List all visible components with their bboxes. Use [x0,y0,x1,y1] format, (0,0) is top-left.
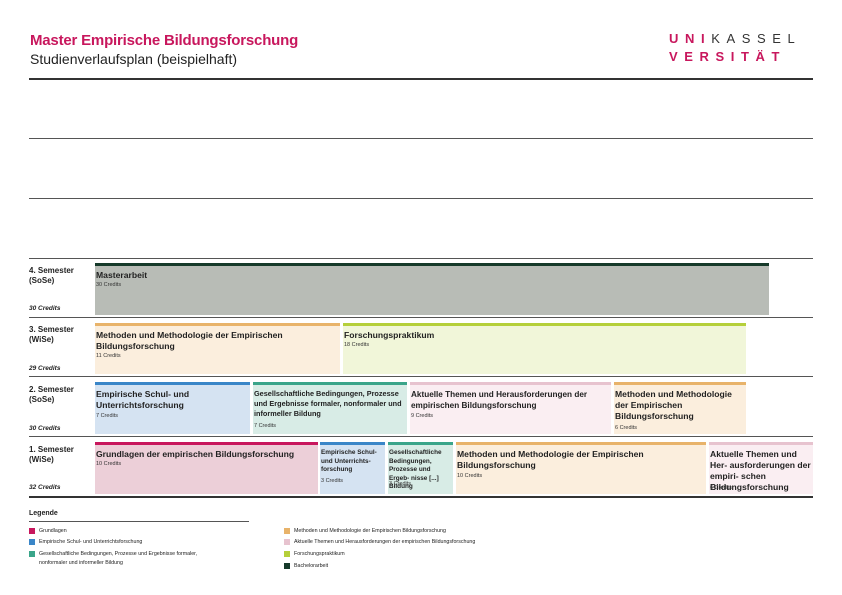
module-color-bar [410,382,611,385]
module-color-bar [320,442,385,445]
logo-text-kassel: KASSEL [711,31,802,46]
blank-divider-1 [29,138,813,139]
module-gesellschaftliche-bedingungen: Gesellschaftliche Bedingungen, Prozesse … [388,442,453,494]
semester-name: 2. Semester [29,385,74,394]
legend-label: nonformaler und informeller Bildung [39,560,123,566]
module-title: Gesellschaftliche Bedingungen, Prozesse … [389,449,442,491]
university-logo: UNIKASSEL VERSITÄT [669,30,819,66]
module-credits: 30 Credits [96,282,122,288]
module-title: Empirische Schul- und Unterrichts- forsc… [321,449,377,474]
module-color-bar [343,323,746,326]
module-title: Empirische Schul- und Unterrichtsforschu… [96,389,190,410]
semester-credits: 29 Credits [29,365,61,372]
module-title: Grundlagen der empirischen Bildungsforsc… [96,449,295,459]
module-credits: 7 Credits [254,423,277,429]
module-title: Gesellschaftliche Bedingungen, Prozesse … [254,389,402,418]
legend-label: Gesellschaftliche Bedingungen, Prozesse … [39,551,198,557]
semester-term: (WiSe) [29,335,54,344]
module-credits: 3 Credits [321,478,344,484]
semester-label: 3. Semester (WiSe) [29,325,74,345]
module-gesellschaftliche-bedingungen: Gesellschaftliche Bedingungen, Prozesse … [253,382,407,434]
module-credits: 10 Credits [96,461,122,467]
legend-swatch [29,539,35,545]
logo-text-uni: UNI [669,31,712,46]
semester-term: (WiSe) [29,455,54,464]
module-credits: 6 Credits [615,425,638,431]
legend-swatch [284,539,290,545]
semester-label: 4. Semester (SoSe) [29,266,74,286]
legend-label: Bachelorarbeit [294,563,329,569]
module-methoden: Methoden und Methodologie der Empirische… [456,442,706,494]
logo-text-versitaet: VERSITÄT [669,49,787,64]
module-methoden: Methoden und Methodologie der Empirische… [614,382,746,434]
module-schul-unterrichtsforschung: Empirische Schul- und Unterrichtsforschu… [95,382,250,434]
module-title: Forschungspraktikum [344,330,435,340]
semester-divider-4 [29,258,813,259]
module-credits: 10 Credits [457,473,483,479]
legend-label: Forschungspraktikum [294,551,345,557]
module-color-bar [95,323,340,326]
module-credits: 3 Credits [389,481,412,487]
module-title: Methoden und Methodologie der Empirische… [96,330,283,351]
semester-name: 3. Semester [29,325,74,334]
module-forschungspraktikum: Forschungspraktikum 18 Credits [343,323,746,374]
legend-swatch [284,551,290,557]
module-color-bar [95,442,318,445]
module-masterarbeit: Masterarbeit 30 Credits [95,263,769,315]
module-color-bar [253,382,407,385]
semester-name: 4. Semester [29,266,74,275]
module-aktuelle-themen: Aktuelle Themen und Herausforderungen de… [410,382,611,434]
legend-label: Methoden und Methodologie der Empirische… [294,528,446,534]
module-schul-unterrichtsforschung: Empirische Schul- und Unterrichts- forsc… [320,442,385,494]
blank-divider-2 [29,198,813,199]
module-title: Aktuelle Themen und Her- ausforderungen … [710,449,811,492]
legend-label: Empirische Schul- und Unterrichtsforschu… [39,539,143,545]
legend-swatch [284,528,290,534]
module-color-bar [456,442,706,445]
semester-credits: 32 Credits [29,484,61,491]
legend-swatch [29,551,35,557]
semester-divider-2 [29,376,813,377]
semester-divider-3 [29,317,813,318]
module-title: Aktuelle Themen und Herausforderungen de… [411,390,588,410]
legend-swatch [29,528,35,534]
module-grundlagen: Grundlagen der empirischen Bildungsforsc… [95,442,318,494]
header-divider [29,78,813,80]
semester-credits: 30 Credits [29,425,61,432]
module-color-bar [95,382,250,385]
module-credits: 9 Credits [411,413,434,419]
module-color-bar [95,263,769,266]
table-bottom-divider [29,496,813,498]
legend-swatch [284,563,290,569]
module-title: Methoden und Methodologie der Empirische… [457,449,644,470]
legend-label: Grundlagen [39,528,67,534]
module-color-bar [614,382,746,385]
semester-label: 2. Semester (SoSe) [29,385,74,405]
module-methoden: Methoden und Methodologie der Empirische… [95,323,340,374]
page-subtitle: Studienverlaufsplan (beispielhaft) [30,51,238,67]
module-credits: 6 Credits [710,485,733,491]
module-aktuelle-themen: Aktuelle Themen und Her- ausforderungen … [709,442,813,494]
semester-name: 1. Semester [29,445,74,454]
semester-credits: 30 Credits [29,305,61,312]
module-credits: 18 Credits [344,342,370,348]
semester-divider-1 [29,436,813,437]
semester-term: (SoSe) [29,276,55,285]
module-color-bar [388,442,453,445]
module-title: Masterarbeit [96,270,148,280]
legend-divider [29,521,249,522]
legend-title: Legende [29,510,58,517]
module-color-bar [709,442,813,445]
semester-term: (SoSe) [29,395,55,404]
module-credits: 11 Credits [96,353,121,359]
module-title: Methoden und Methodologie der Empirische… [615,389,732,421]
page-title: Master Empirische Bildungsforschung [30,32,299,49]
semester-label: 1. Semester (WiSe) [29,445,74,465]
module-credits: 7 Credits [96,413,119,419]
legend-label: Aktuelle Themen und Herausforderungen de… [294,539,476,545]
